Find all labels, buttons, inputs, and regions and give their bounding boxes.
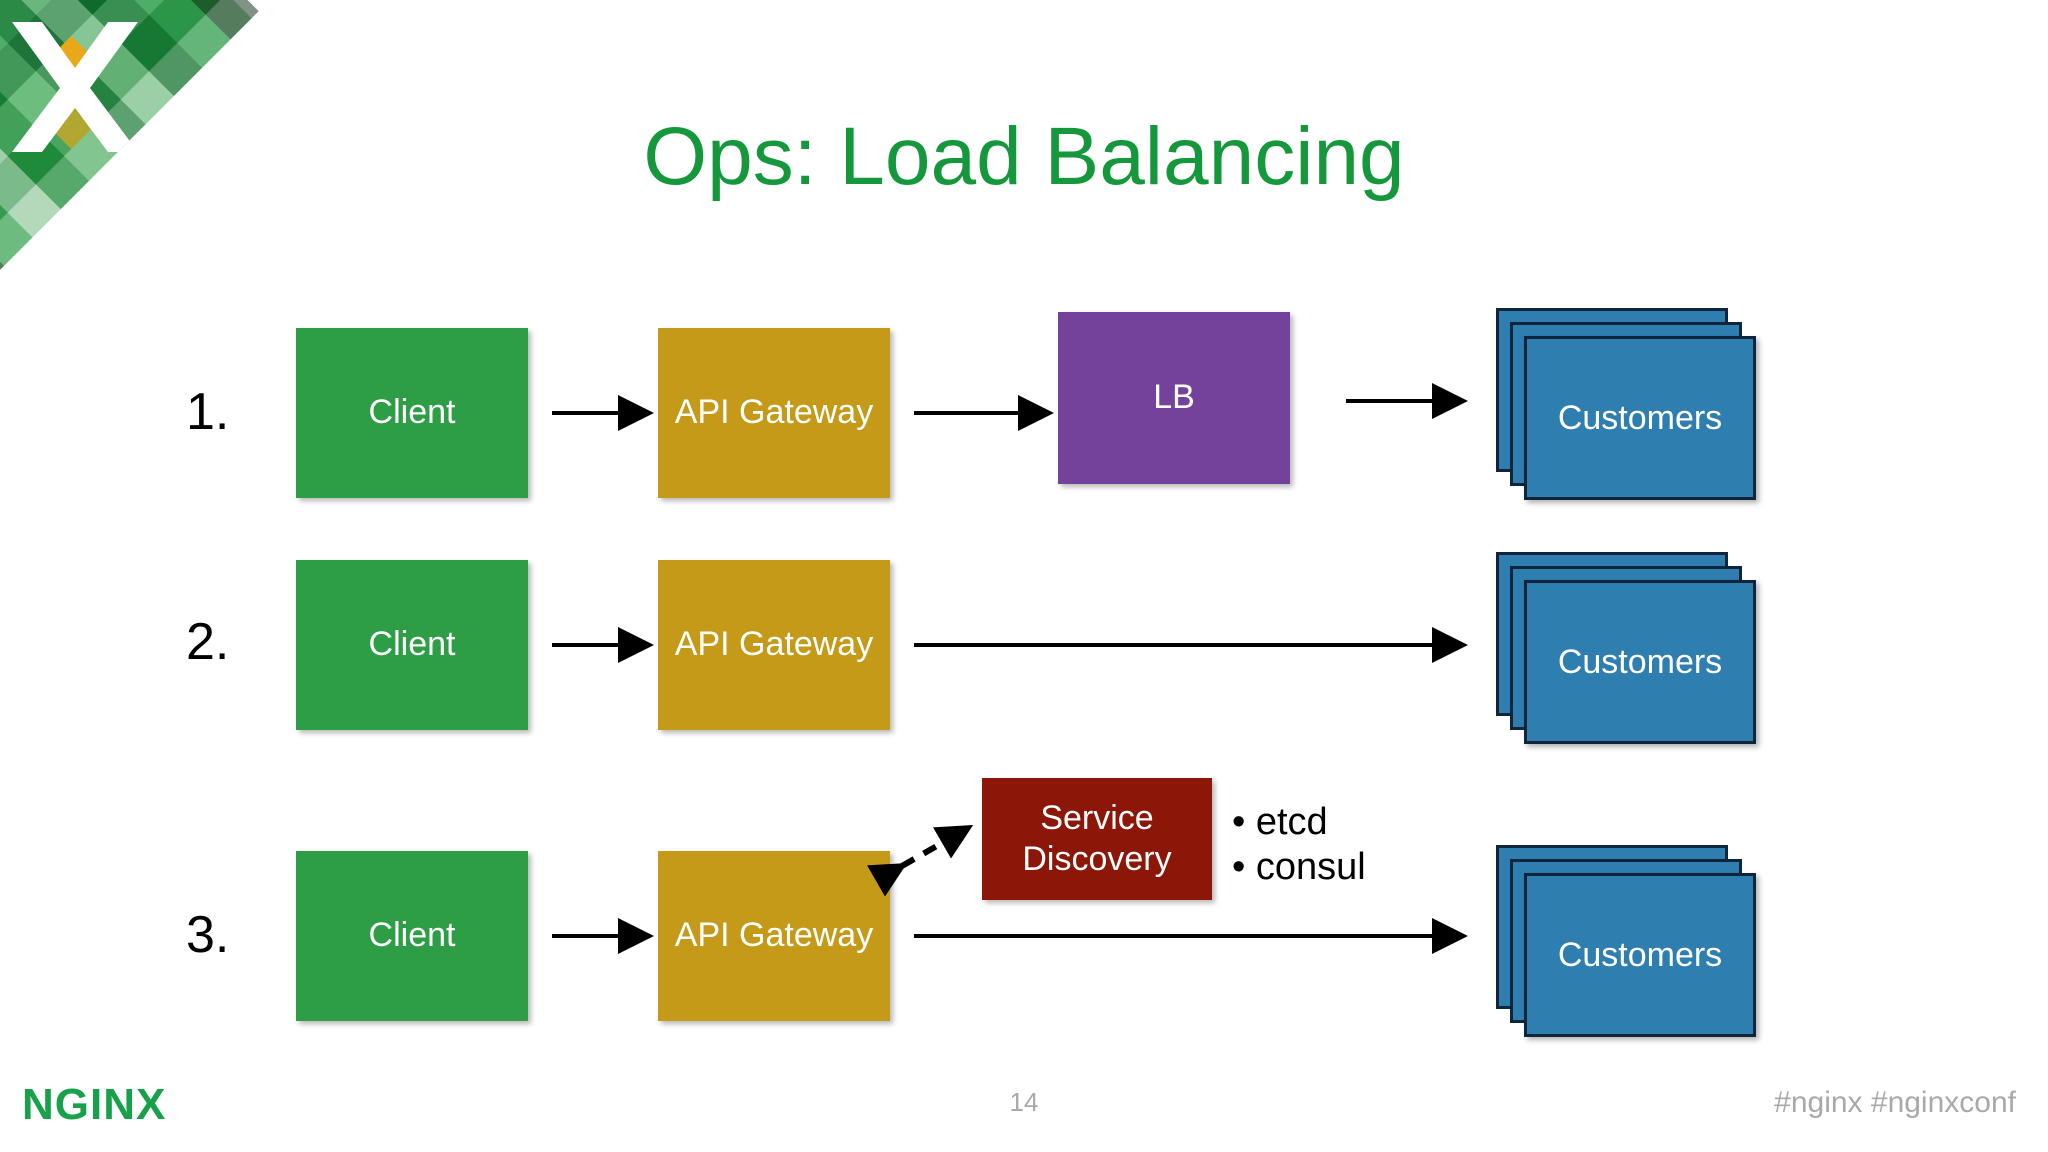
- row-number-1: 1.: [186, 383, 230, 441]
- node-client-row3[interactable]: Client: [296, 851, 528, 1021]
- node-service-discovery[interactable]: Service Discovery: [982, 778, 1212, 900]
- node-load-balancer-row1[interactable]: LB: [1058, 312, 1290, 484]
- footer-hashtags: #nginx #nginxconf: [1774, 1086, 2016, 1119]
- node-client-row1[interactable]: Client: [296, 328, 528, 498]
- row-number-3: 3.: [186, 906, 230, 964]
- node-customers-stack-row2[interactable]: Customers: [1496, 552, 1768, 744]
- service-discovery-label-line2: Discovery: [1022, 840, 1172, 878]
- bullet-etcd: • etcd: [1232, 801, 1328, 843]
- customers-card-front-row3[interactable]: Customers: [1524, 873, 1756, 1037]
- service-discovery-bullets: • etcd • consul: [1232, 800, 1366, 890]
- customers-card-front-row2[interactable]: Customers: [1524, 580, 1756, 744]
- row-number-2: 2.: [186, 613, 230, 671]
- bullet-consul: • consul: [1232, 845, 1366, 888]
- service-discovery-label-line1: Service: [1040, 798, 1154, 837]
- x-logo-shape: [12, 22, 138, 152]
- page-title: Ops: Load Balancing: [643, 111, 1405, 202]
- node-customers-stack-row1[interactable]: Customers: [1496, 308, 1768, 500]
- node-customers-stack-row3[interactable]: Customers: [1496, 845, 1768, 1037]
- node-api-gateway-row3[interactable]: API Gateway: [658, 851, 890, 1021]
- node-api-gateway-row1[interactable]: API Gateway: [658, 328, 890, 498]
- arrow-gateway-service-discovery-dashed: [867, 825, 974, 897]
- customers-card-front-row1[interactable]: Customers: [1524, 336, 1756, 500]
- node-api-gateway-row2[interactable]: API Gateway: [658, 560, 890, 730]
- page-number: 14: [1009, 1087, 1039, 1117]
- nginx-logo: NGINX: [22, 1080, 167, 1129]
- node-client-row2[interactable]: Client: [296, 560, 528, 730]
